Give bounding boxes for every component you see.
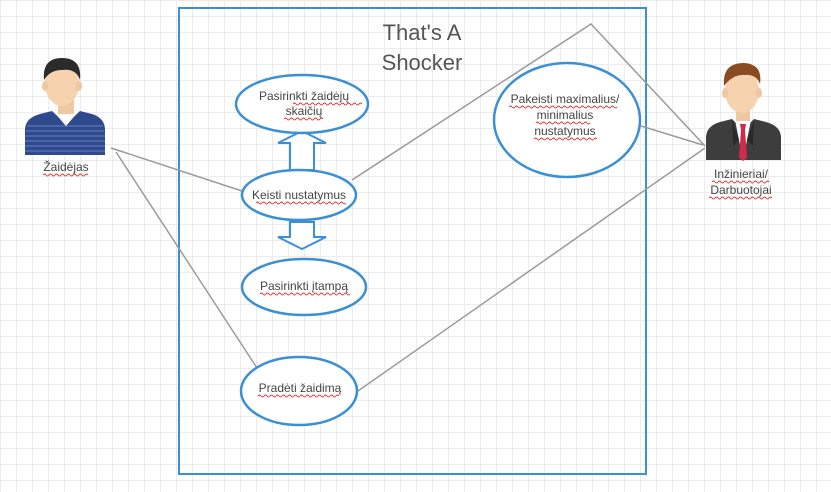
use-case-start-game-label: Pradėti žaidimą: [259, 381, 342, 395]
spell-squiggle: [708, 196, 773, 200]
use-case-change-settings-label: Keisti nustatymus: [252, 188, 346, 202]
spell-squiggle: [257, 394, 340, 398]
spell-squiggle: [255, 201, 347, 205]
diagram-title-line1: That's A: [383, 20, 462, 45]
system-boundary[interactable]: [178, 7, 647, 475]
engineer-hair: [723, 63, 761, 86]
engineer-ear-left: [722, 88, 728, 98]
spell-squiggle: [535, 121, 591, 125]
connector-player-start-game[interactable]: [115, 151, 258, 369]
player-ear-right: [76, 81, 82, 91]
player-face: [45, 62, 79, 106]
engineer-lapel-right: [747, 120, 754, 146]
use-case-select-players-line2: skaičių: [286, 104, 323, 118]
spell-squiggle: [259, 292, 351, 296]
connector-player-change-settings[interactable]: [110, 147, 243, 192]
player-body: [25, 111, 105, 155]
diagram-title-line2: Shocker: [382, 50, 463, 75]
engineer-ear-right: [756, 88, 762, 98]
engineer-avatar-icon[interactable]: [706, 63, 781, 161]
use-case-minmax-line3: nustatymus: [534, 124, 595, 138]
use-case-minmax-line1: Pakeisti maximalius/: [511, 92, 620, 106]
player-hair: [43, 58, 81, 80]
use-case-minmax-line2: minimalius: [537, 108, 594, 122]
include-arrow-up[interactable]: [277, 129, 327, 171]
use-case-change-settings[interactable]: [240, 168, 358, 222]
player-shirt-stripes: [25, 125, 105, 152]
spell-squiggle: [711, 180, 770, 184]
engineer-label-line1: Inžinieriai/: [714, 167, 769, 181]
player-collar: [54, 112, 78, 126]
use-case-change-minmax[interactable]: [492, 61, 642, 179]
engineer-tie: [739, 124, 747, 161]
connector-change-settings-engineer[interactable]: [351, 23, 706, 181]
connector-minmax-engineer[interactable]: [640, 125, 704, 146]
spell-check-marks: [42, 102, 773, 398]
engineer-face: [725, 69, 759, 113]
use-case-select-voltage[interactable]: [240, 257, 368, 317]
player-avatar-icon[interactable]: [25, 58, 105, 155]
spell-squiggle: [508, 105, 618, 109]
use-case-start-game[interactable]: [239, 355, 359, 427]
spell-squiggle: [292, 102, 363, 106]
include-arrow-down[interactable]: [277, 221, 327, 251]
use-case-select-players-line1: Pasirinkti žaidėjų: [259, 89, 349, 103]
player-label: Žaidėjas: [43, 159, 88, 174]
engineer-lapel-left: [732, 120, 739, 146]
use-case-select-voltage-label: Pasirinkti įtampą: [260, 279, 348, 293]
spell-squiggle: [42, 173, 89, 177]
engineer-label-line2: Darbuotojai: [710, 183, 771, 197]
spell-squiggle: [283, 117, 324, 121]
player-ear-left: [42, 81, 48, 91]
connector-start-game-engineer[interactable]: [357, 147, 706, 392]
spell-squiggle: [533, 137, 598, 141]
